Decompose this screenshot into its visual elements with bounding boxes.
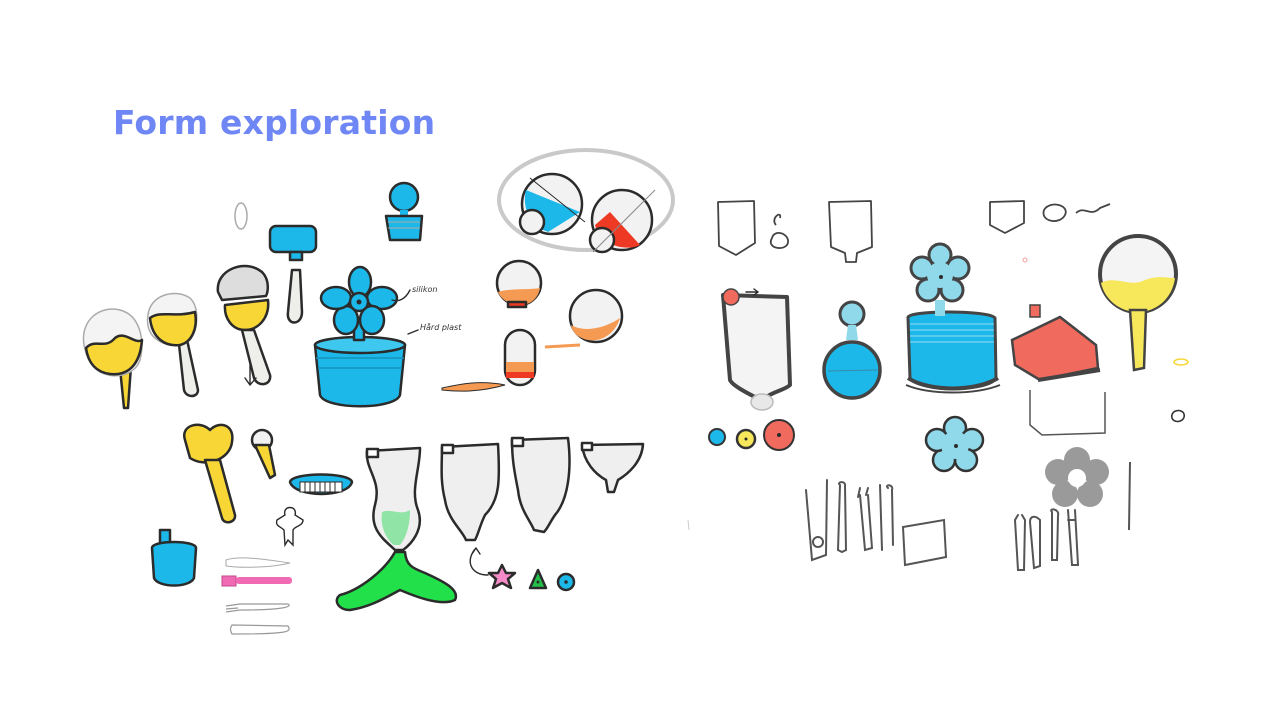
stray-mark [687, 519, 690, 531]
squeeze-pouches-sketch [335, 436, 645, 612]
blue-teether-grid-sketch [288, 473, 354, 496]
utensils-sketch [221, 557, 292, 635]
utensil-sketch-group-1 [805, 479, 948, 567]
circled-lightbulbs-sketch [497, 148, 675, 254]
stray-mark [1022, 257, 1028, 263]
pouch-outlines-top [717, 200, 1111, 263]
colored-dots-sketch [708, 419, 795, 451]
hard-plastic-annotation: Hård plast [420, 323, 462, 332]
gray-pouch-red-cap-sketch [721, 288, 792, 411]
maraca-sketch-1 [82, 308, 144, 410]
blue-jar-small [384, 181, 424, 242]
red-box-sketch [1010, 304, 1106, 436]
flower-topper-lower [924, 415, 985, 473]
page-title: Form exploration [113, 103, 436, 142]
flower-cup-sketch-right [905, 242, 1001, 394]
blue-pot-sketch [150, 528, 198, 587]
yellow-teether-sketch [182, 423, 277, 524]
silicone-annotation: silikon [412, 285, 438, 294]
maraca-sketch-3 [216, 264, 272, 387]
vertical-stroke [1128, 461, 1131, 531]
shape-stamps-sketch [487, 563, 576, 592]
orange-fill-bulbs-sketch [441, 259, 624, 392]
fan-flower-cup-sketch [313, 265, 419, 408]
tooth-sketch [275, 506, 304, 548]
yellow-lollipop-sketch [1098, 234, 1189, 423]
gray-flower-sketch [1045, 447, 1109, 507]
blue-round-bottle-sketch [822, 300, 882, 400]
blue-cap-sketch [268, 224, 318, 324]
maraca-sketch-2 [146, 292, 200, 398]
ellipse-sketch [234, 202, 248, 230]
utensil-sketch-group-2 [1014, 508, 1080, 571]
